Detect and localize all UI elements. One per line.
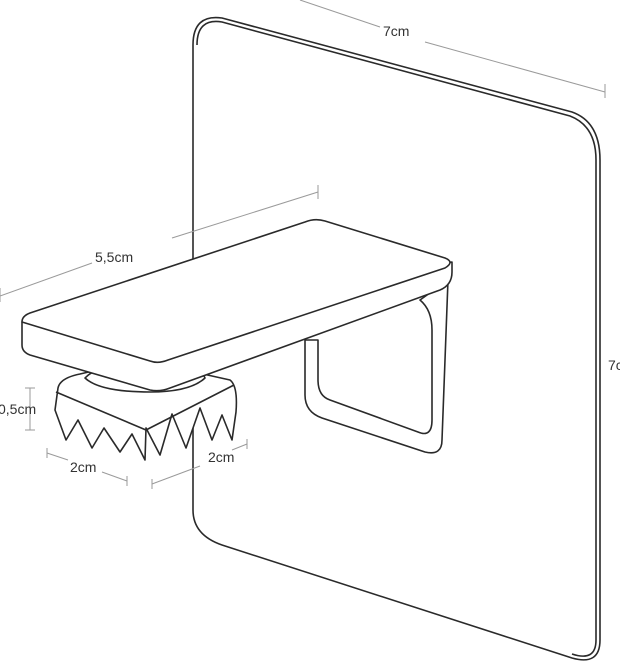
jaw-height-label: 0,5cm <box>0 401 36 417</box>
adhesive-plate <box>192 16 601 661</box>
dimension-lines <box>0 0 606 489</box>
bracket-arm <box>304 279 449 454</box>
jaw-width-label: 2cm <box>70 459 96 475</box>
shelf-length-label: 5,5cm <box>95 249 133 265</box>
plate-width-label: 7cm <box>383 23 409 39</box>
jaw-depth-label: 2cm <box>208 449 234 465</box>
bracket-shelf <box>21 218 453 392</box>
plate-height-label: 7cm <box>608 357 620 373</box>
